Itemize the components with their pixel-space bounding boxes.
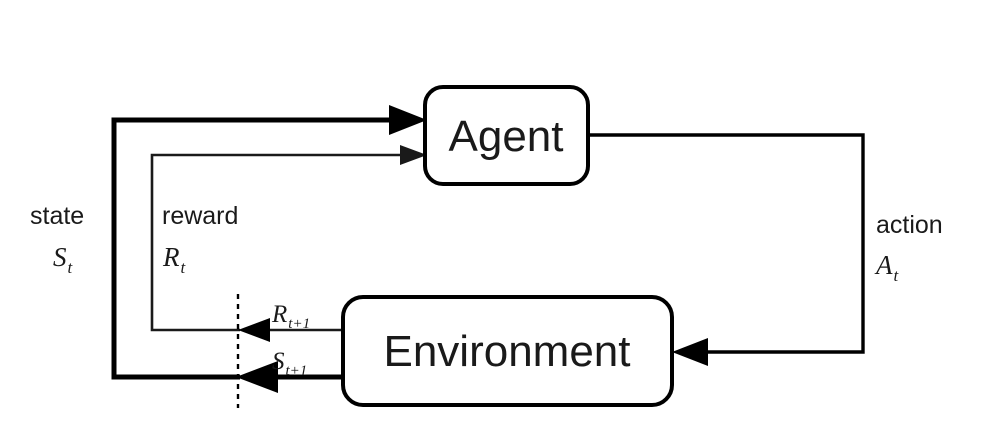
edge-reward-feedback: [150, 145, 427, 332]
state-symbol-base: S: [53, 242, 67, 272]
reward-symbol-subscript: t: [181, 258, 187, 277]
next-state-symbol-subscript: t+1: [286, 363, 308, 379]
next-reward-symbol-base: R: [271, 301, 287, 328]
reward-symbol-base: R: [162, 242, 180, 272]
action-line: [588, 133, 865, 354]
action-symbol-base: A: [874, 250, 893, 280]
node-agent[interactable]: Agent: [423, 85, 590, 186]
next-reward-symbol: Rt+1: [271, 301, 310, 332]
reward-feedback-line: [150, 153, 404, 332]
next-state-symbol: St+1: [272, 348, 307, 379]
state-feedback-arrowhead-agent: [389, 105, 427, 135]
reward-label-text: reward: [162, 202, 238, 230]
next-reward-symbol-subscript: t+1: [288, 316, 310, 332]
next-reward-arrowhead: [238, 318, 270, 342]
agent-box[interactable]: [423, 85, 590, 186]
next-state-symbol-base: S: [272, 348, 285, 375]
edge-next-reward: [238, 318, 343, 342]
agent-label: Agent: [449, 112, 564, 161]
reward-feedback-arrowhead-agent: [400, 145, 427, 165]
action-symbol-subscript: t: [894, 266, 900, 285]
environment-box[interactable]: [341, 295, 674, 407]
reward-symbol: Rt: [162, 242, 187, 277]
next-state-arrowhead: [236, 361, 278, 393]
state-feedback-line: [111, 117, 400, 380]
environment-label: Environment: [383, 327, 630, 376]
label-action: action At: [874, 211, 943, 285]
edge-action: [588, 133, 865, 366]
action-label-text: action: [876, 211, 943, 239]
label-reward: reward Rt: [162, 202, 238, 277]
state-symbol: St: [53, 242, 74, 277]
state-label-text: state: [30, 202, 84, 230]
action-arrowhead-environment: [672, 338, 708, 366]
edge-next-state: [236, 361, 343, 393]
node-environment[interactable]: Environment: [341, 295, 674, 407]
action-symbol: At: [874, 250, 900, 285]
label-state: state St: [30, 202, 84, 277]
edge-state-feedback: [111, 105, 427, 380]
state-symbol-subscript: t: [68, 258, 74, 277]
